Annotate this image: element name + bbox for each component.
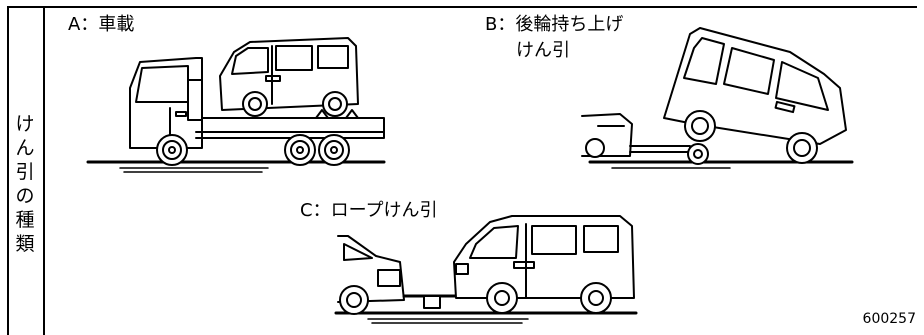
- side-label: け ん 引 の 種 類: [12, 112, 38, 256]
- figure-code: 600257: [862, 311, 916, 327]
- caption-a: A：車載: [68, 14, 135, 35]
- left-border: [7, 6, 9, 335]
- side-label-char: 引: [15, 161, 35, 183]
- flatbed-truck-with-van-icon: [86, 37, 386, 173]
- side-label-char: 種: [15, 209, 35, 231]
- label-divider: [43, 6, 45, 335]
- top-border: [7, 6, 917, 8]
- figure-frame: [7, 6, 917, 335]
- side-label-char: 類: [15, 233, 35, 255]
- side-label-char: け: [15, 113, 35, 135]
- caption-b-line2: けん引: [516, 40, 570, 61]
- tow-truck-lifting-van-icon: [581, 27, 854, 169]
- side-label-char: ん: [15, 137, 35, 159]
- caption-c: C：ロープけん引: [300, 200, 438, 221]
- caption-b-line1: B：後輪持ち上げ: [485, 14, 624, 35]
- car-towing-van-by-rope-icon: [334, 215, 638, 324]
- side-label-char: の: [15, 185, 35, 207]
